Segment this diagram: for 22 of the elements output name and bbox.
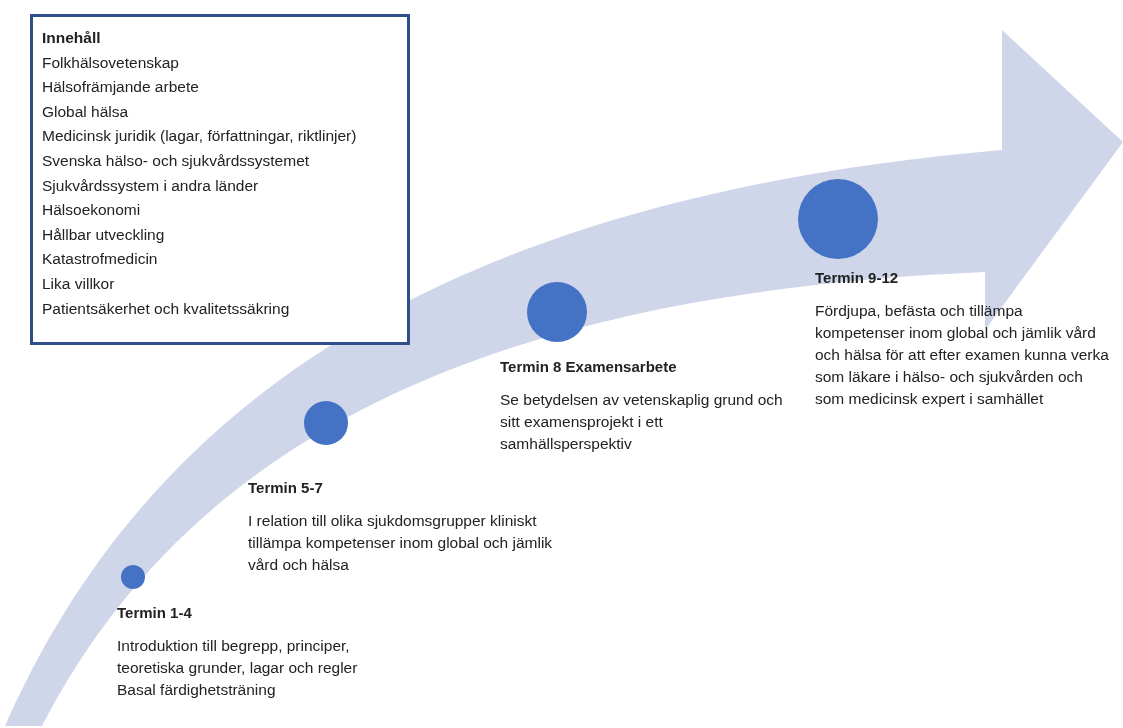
term-heading: Termin 8 Examensarbete: [500, 357, 678, 377]
list-item: Medicinsk juridik (lagar, författningar, riktlinjer): [42, 126, 358, 147]
list-item: Hållbar utveckling: [42, 224, 166, 245]
term-description: Introduktion till begrepp, principer, teoretiska grunder, lagar och regler: [117, 636, 359, 678]
list-item: Sjukvårdssystem i andra länder: [42, 175, 260, 196]
term-heading: Termin 1-4: [117, 603, 193, 623]
term-description: Fördjupa, befästa och tillämpa kompetenser inom global och jämlik vård och hälsa för att efter examen kunna verka som läkare i hälso- och sjukvården och som medicinsk expert i samhället: [815, 301, 1110, 409]
list-heading: Innehåll: [42, 28, 102, 48]
term-heading: Termin 9-12: [815, 268, 900, 288]
list-item: Hälsofrämjande arbete: [42, 77, 200, 98]
list-item: Lika villkor: [42, 273, 116, 294]
term-description: Basal färdighetsträning: [117, 680, 277, 700]
list-item: Folkhälsovetenskap: [42, 52, 180, 73]
content-box: [30, 14, 410, 345]
list-item: Svenska hälso- och sjukvårdssystemet: [42, 150, 311, 171]
list-item: Global hälsa: [42, 101, 130, 122]
list-item: Hälsoekonomi: [42, 200, 142, 221]
list-item: Patientsäkerhet och kvalitetssäkring: [42, 298, 291, 319]
list-item: Katastrofmedicin: [42, 249, 159, 270]
term-heading: Termin 5-7: [248, 478, 324, 498]
term-description: I relation till olika sjukdomsgrupper kliniskt tillämpa kompetenser inom global och jämlik vård och hälsa: [248, 511, 554, 575]
term-description: Se betydelsen av vetenskaplig grund och sitt examensprojekt i ett samhällsperspektiv: [500, 390, 784, 454]
